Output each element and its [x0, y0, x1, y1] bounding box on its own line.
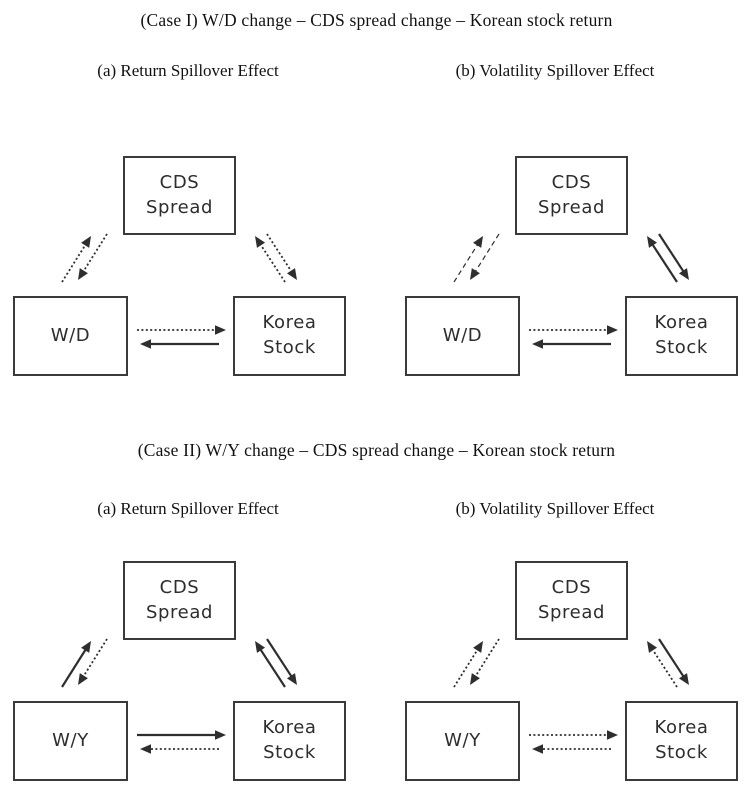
node-cds-spread: CDS Spread	[515, 156, 628, 235]
node-cds-spread: CDS Spread	[123, 561, 236, 640]
node-label-line: Korea	[262, 717, 317, 739]
node-wd: W/D	[13, 296, 128, 376]
node-label-line: Stock	[263, 742, 316, 763]
case2-subtitle-b: (b) Volatility Spillover Effect	[455, 499, 655, 518]
arrow-head-horiz_left	[140, 744, 151, 754]
arrow-line-right_down	[658, 233, 686, 274]
arrow-head-right_down	[286, 268, 297, 280]
case1-subtitle-a: (a) Return Spillover Effect	[97, 61, 279, 80]
arrows-layer	[61, 233, 297, 349]
node-label-line: W/Y	[52, 729, 89, 751]
node-label-line: W/Y	[444, 729, 481, 751]
arrows-layer	[453, 233, 689, 349]
arrow-head-left_up	[473, 641, 483, 653]
arrow-head-horiz_right	[215, 730, 226, 740]
arrow-line-left_up	[61, 243, 87, 283]
arrow-head-left_down	[78, 268, 88, 280]
arrow-line-left_up	[453, 243, 479, 283]
arrow-line-left_down	[82, 638, 108, 678]
arrow-head-horiz_left	[532, 339, 543, 349]
node-label-line: W/D	[442, 324, 483, 346]
node-cds-spread: CDS Spread	[515, 561, 628, 640]
node-wy: W/Y	[13, 701, 128, 781]
arrow-head-right_down	[678, 673, 689, 685]
arrow-line-right_down	[266, 638, 294, 679]
arrow-line-left_up	[61, 648, 88, 688]
arrow-line-right_down	[266, 233, 293, 273]
case2-subtitle-a: (a) Return Spillover Effect	[97, 499, 279, 518]
node-label-line: CDS	[551, 171, 592, 193]
case1-title: (Case I) W/D change – CDS spread change …	[140, 10, 613, 30]
node-label-line: CDS	[159, 171, 200, 193]
arrow-head-right_up	[255, 641, 266, 653]
arrow-head-horiz_right	[607, 325, 618, 335]
arrow-line-left_up	[453, 648, 479, 688]
node-label-line: Stock	[655, 337, 708, 358]
node-wd: W/D	[405, 296, 520, 376]
node-label-line: CDS	[159, 576, 200, 598]
arrow-head-horiz_right	[215, 325, 226, 335]
case1-subtitle-b: (b) Volatility Spillover Effect	[455, 61, 655, 80]
node-label-line: CDS	[551, 576, 592, 598]
node-label-line: Korea	[654, 717, 709, 739]
node-cds-spread: CDS Spread	[123, 156, 236, 235]
arrow-line-right_down	[658, 638, 686, 679]
arrow-head-horiz_left	[532, 744, 543, 754]
node-label-line: Stock	[263, 337, 316, 358]
arrow-head-left_up	[81, 641, 91, 653]
arrow-head-right_down	[286, 673, 297, 685]
arrow-head-left_down	[470, 268, 480, 280]
node-label-line: Spread	[146, 196, 213, 218]
arrow-head-left_up	[81, 236, 91, 248]
node-label: CDS Spread	[538, 171, 605, 221]
node-label: CDS Spread	[146, 576, 213, 626]
arrow-head-left_down	[78, 673, 88, 685]
arrow-line-right_up	[650, 242, 678, 283]
arrow-head-right_down	[678, 268, 689, 280]
arrow-head-right_up	[647, 236, 658, 248]
node-label: CDS Spread	[538, 576, 605, 626]
node-label-line: Korea	[262, 312, 317, 334]
node-label-line: W/D	[50, 324, 91, 346]
arrow-line-left_down	[474, 638, 500, 678]
node-label-line: Spread	[538, 601, 605, 623]
arrow-line-right_up	[259, 243, 286, 283]
arrow-head-right_up	[255, 236, 266, 248]
arrow-line-right_up	[258, 647, 286, 688]
arrow-line-left_down	[474, 233, 500, 273]
arrow-head-horiz_left	[140, 339, 151, 349]
node-label-line: Stock	[655, 742, 708, 763]
arrow-head-left_down	[470, 673, 480, 685]
arrow-line-right_up	[651, 648, 678, 688]
arrow-head-left_up	[473, 236, 483, 248]
node-wy: W/Y	[405, 701, 520, 781]
arrow-line-left_down	[82, 233, 108, 273]
node-label-line: Spread	[538, 196, 605, 218]
arrow-head-right_up	[647, 641, 658, 653]
arrow-head-horiz_right	[607, 730, 618, 740]
node-label: CDS Spread	[146, 171, 213, 221]
node-label-line: Spread	[146, 601, 213, 623]
node-label-line: Korea	[654, 312, 709, 334]
case2-title: (Case II) W/Y change – CDS spread change…	[137, 440, 616, 460]
arrows-layer	[453, 638, 689, 754]
arrows-layer	[61, 638, 297, 754]
